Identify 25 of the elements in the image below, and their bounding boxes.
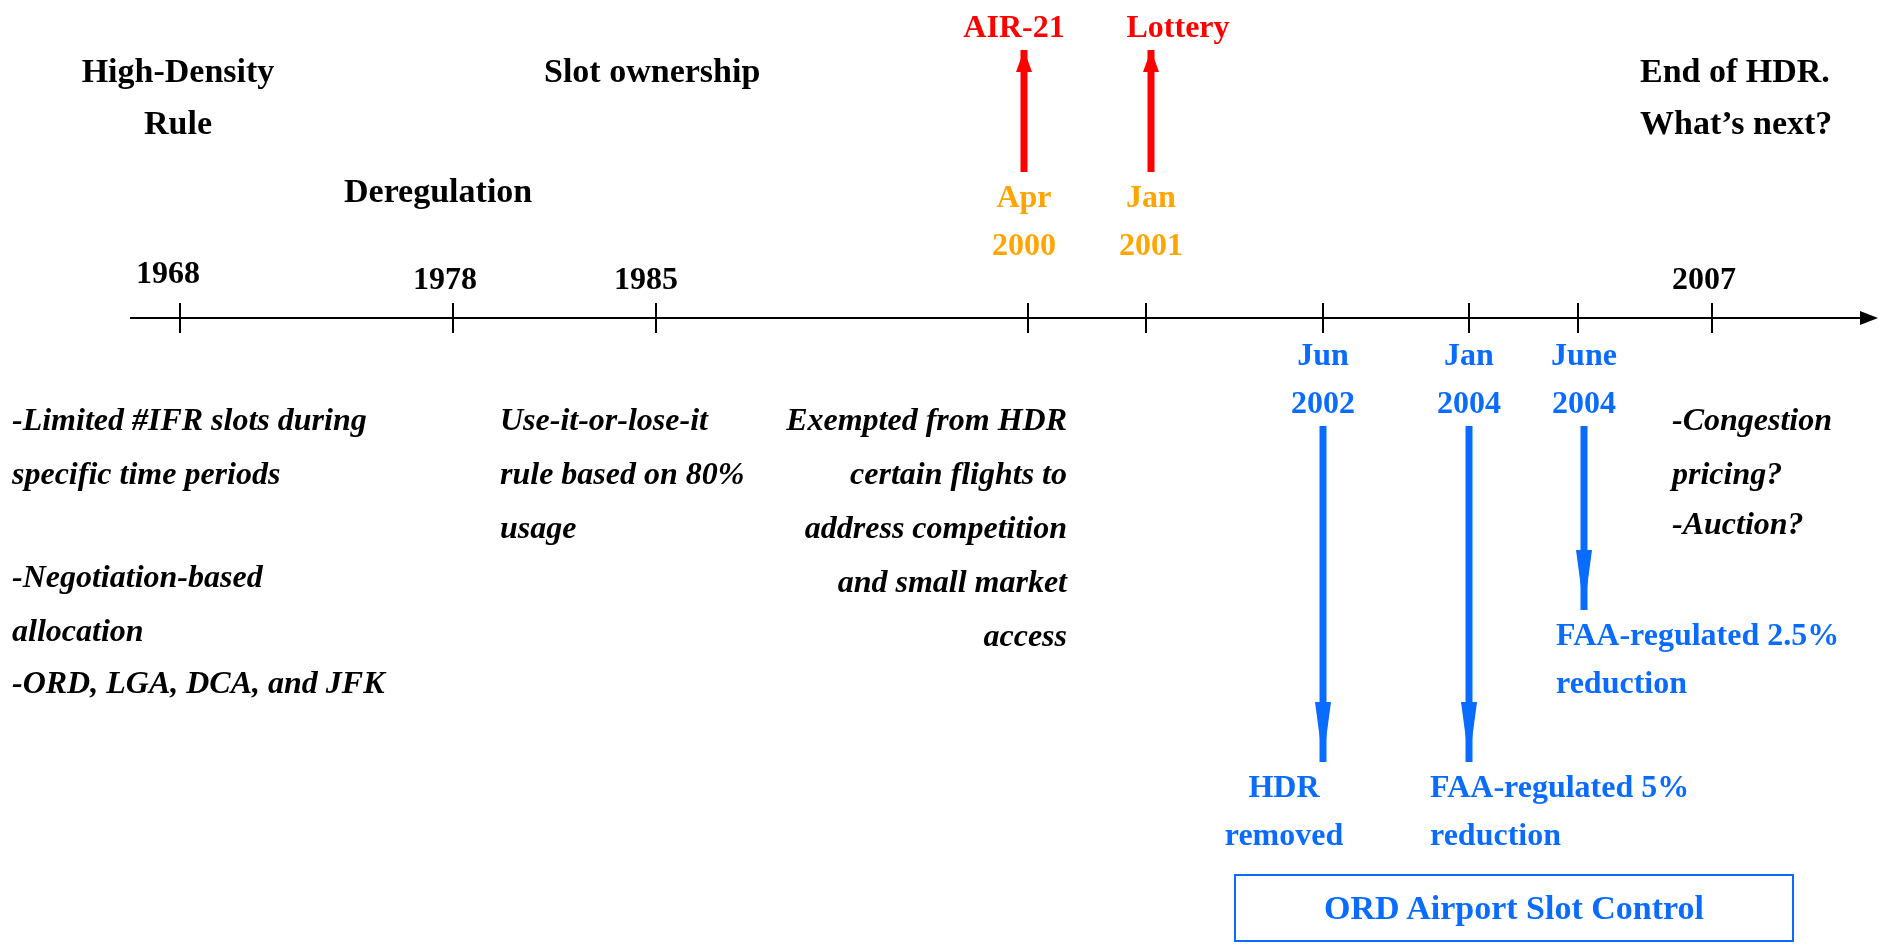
event-label: Jan 2004 xyxy=(1409,330,1529,426)
note-text: Use-it-or-lose-it rule based on 80% usage xyxy=(500,400,746,547)
note-text: -Limited #IFR slots during specific time periods xyxy=(12,400,368,493)
year-label: 1985 xyxy=(614,259,679,298)
era-heading: Deregulation xyxy=(344,171,534,211)
event-label: AIR-21 xyxy=(944,2,1084,50)
note-text: -Negotiation-based allocation xyxy=(12,557,264,650)
note-text: -ORD, LGA, DCA, and JFK xyxy=(12,663,388,702)
year-label: 1978 xyxy=(413,259,478,298)
year-label: 1968 xyxy=(136,253,201,292)
note-text: -Auction? xyxy=(1672,504,1805,543)
event-label: Jan 2001 xyxy=(1091,172,1211,268)
event-label: FAA-regulated 5% reduction xyxy=(1430,762,1720,858)
note-text: Exempted from HDR certain flights to address competition and small market access xyxy=(785,400,1067,655)
event-label: Jun 2002 xyxy=(1263,330,1383,426)
event-label: Lottery xyxy=(1098,2,1258,50)
slot-control-box: ORD Airport Slot Control xyxy=(1234,874,1794,942)
event-label: Apr 2000 xyxy=(964,172,1084,268)
year-label: 2007 xyxy=(1672,259,1737,298)
era-heading: End of HDR. What’s next? xyxy=(1640,51,1834,143)
era-heading: Slot ownership xyxy=(544,51,762,91)
era-heading: High-Density Rule xyxy=(80,51,276,143)
event-label: HDR removed xyxy=(1214,762,1354,858)
event-label: June 2004 xyxy=(1529,330,1639,426)
event-label: FAA-regulated 2.5% reduction xyxy=(1556,610,1856,706)
